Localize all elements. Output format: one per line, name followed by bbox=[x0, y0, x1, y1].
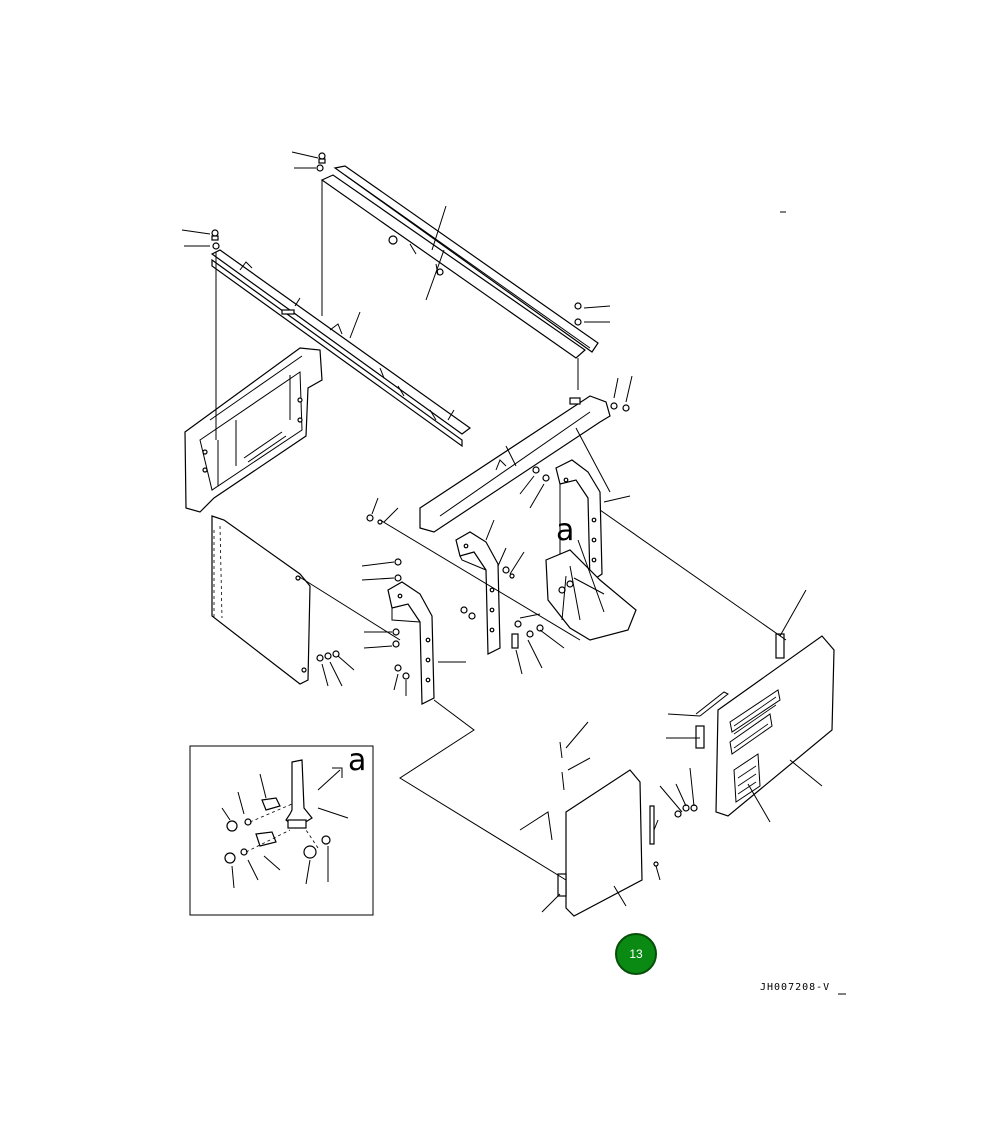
lower-rail bbox=[210, 249, 472, 448]
drawing-code: JH007208-V bbox=[760, 982, 830, 993]
middle-post bbox=[455, 531, 501, 655]
right-louvered-door bbox=[695, 633, 835, 817]
mounting-plate bbox=[545, 549, 637, 641]
front-post bbox=[387, 581, 435, 705]
upper-rail bbox=[320, 165, 599, 359]
main-view-callout: a bbox=[556, 513, 574, 548]
side-frame bbox=[184, 347, 323, 513]
left-side-panel bbox=[211, 515, 311, 685]
front-door bbox=[519, 741, 659, 917]
main-callout-letter: a bbox=[556, 513, 574, 548]
detail-callout-letter: a bbox=[348, 743, 366, 778]
page-number: 13 bbox=[629, 947, 643, 961]
detail-inset: a bbox=[189, 743, 374, 916]
page-number-badge[interactable]: 13 bbox=[615, 933, 657, 975]
mark bbox=[780, 211, 846, 995]
fasteners bbox=[211, 152, 698, 818]
leader-lines bbox=[181, 151, 823, 913]
